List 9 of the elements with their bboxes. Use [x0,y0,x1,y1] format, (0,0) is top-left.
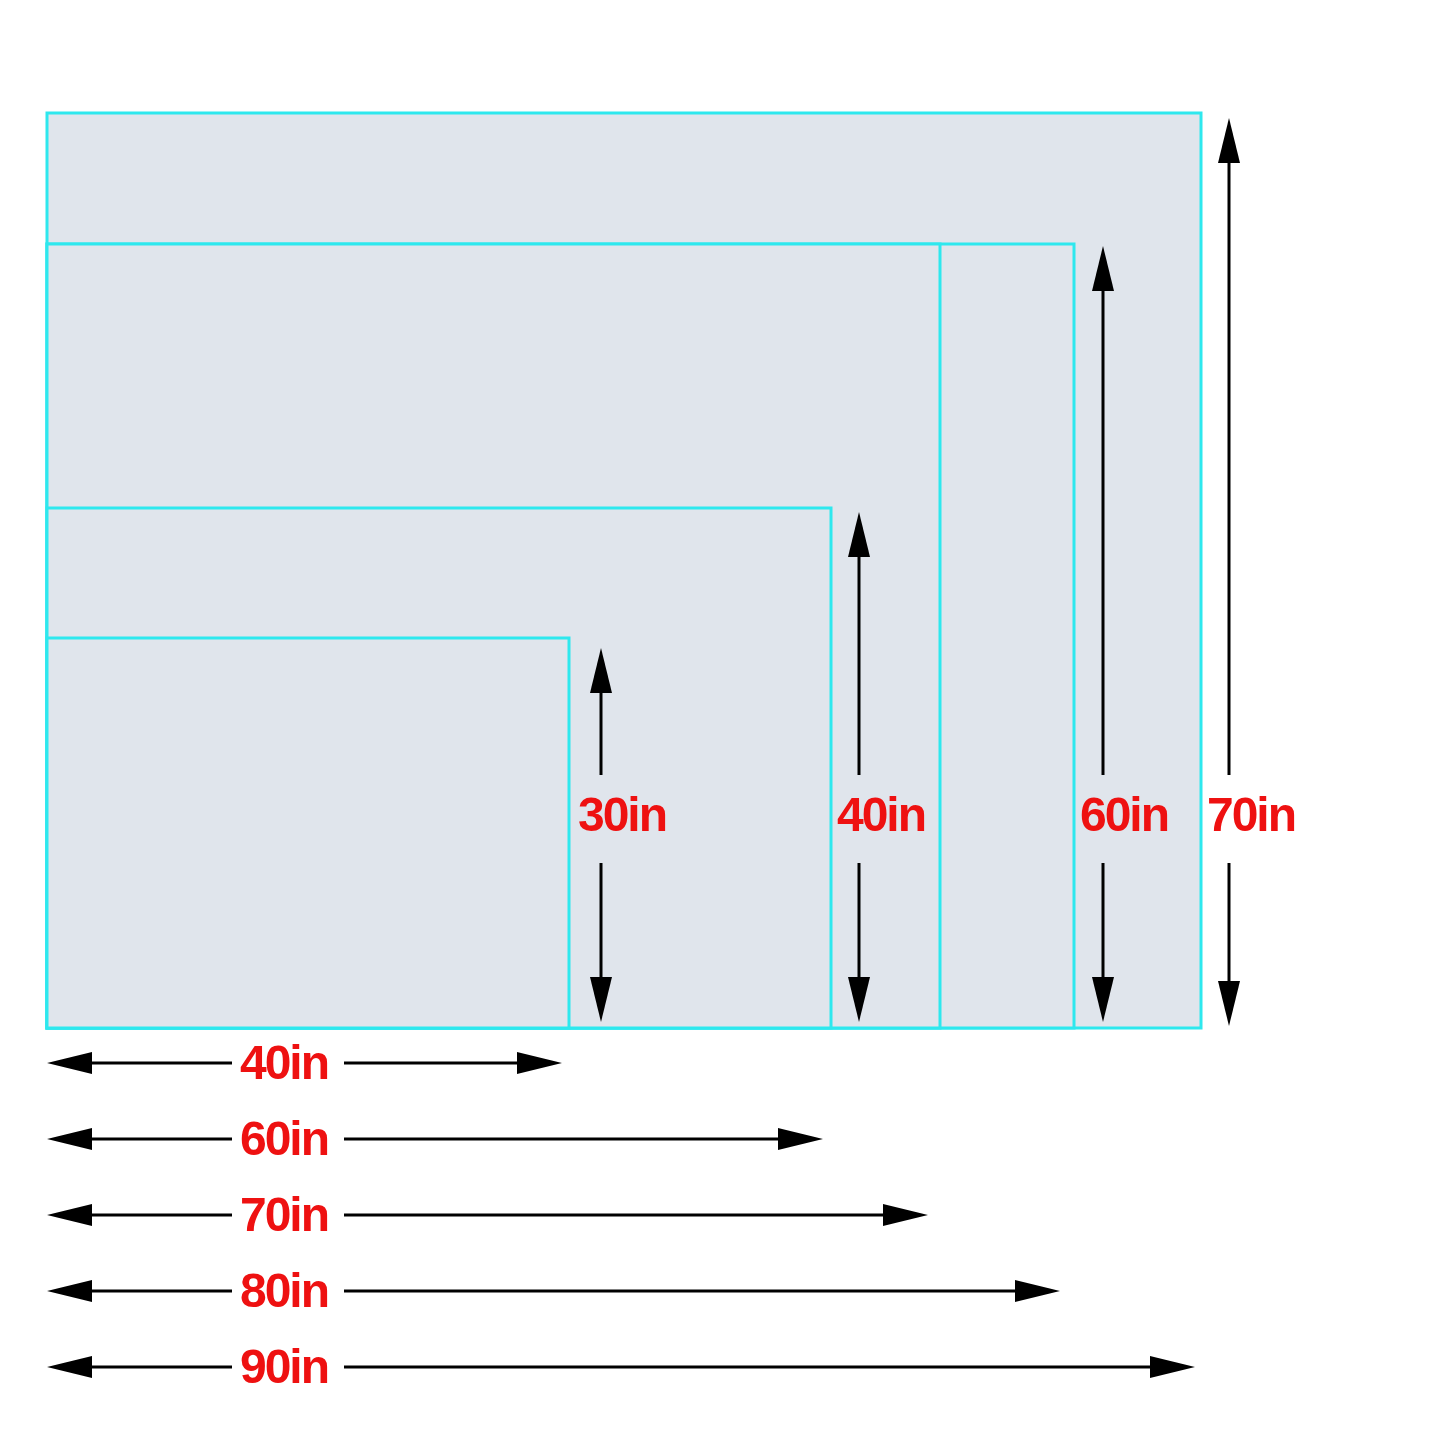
dimension-label: 90in [240,1343,328,1391]
dimension-label: 70in [1207,791,1295,839]
dimension-label: 40in [240,1039,328,1087]
dimension-label: 60in [240,1115,328,1163]
dimension-label: 30in [578,791,666,839]
dimension-label: 40in [837,791,925,839]
dimension-label: 60in [1080,791,1168,839]
dimension-label: 80in [240,1267,328,1315]
dimension-label: 70in [240,1191,328,1239]
